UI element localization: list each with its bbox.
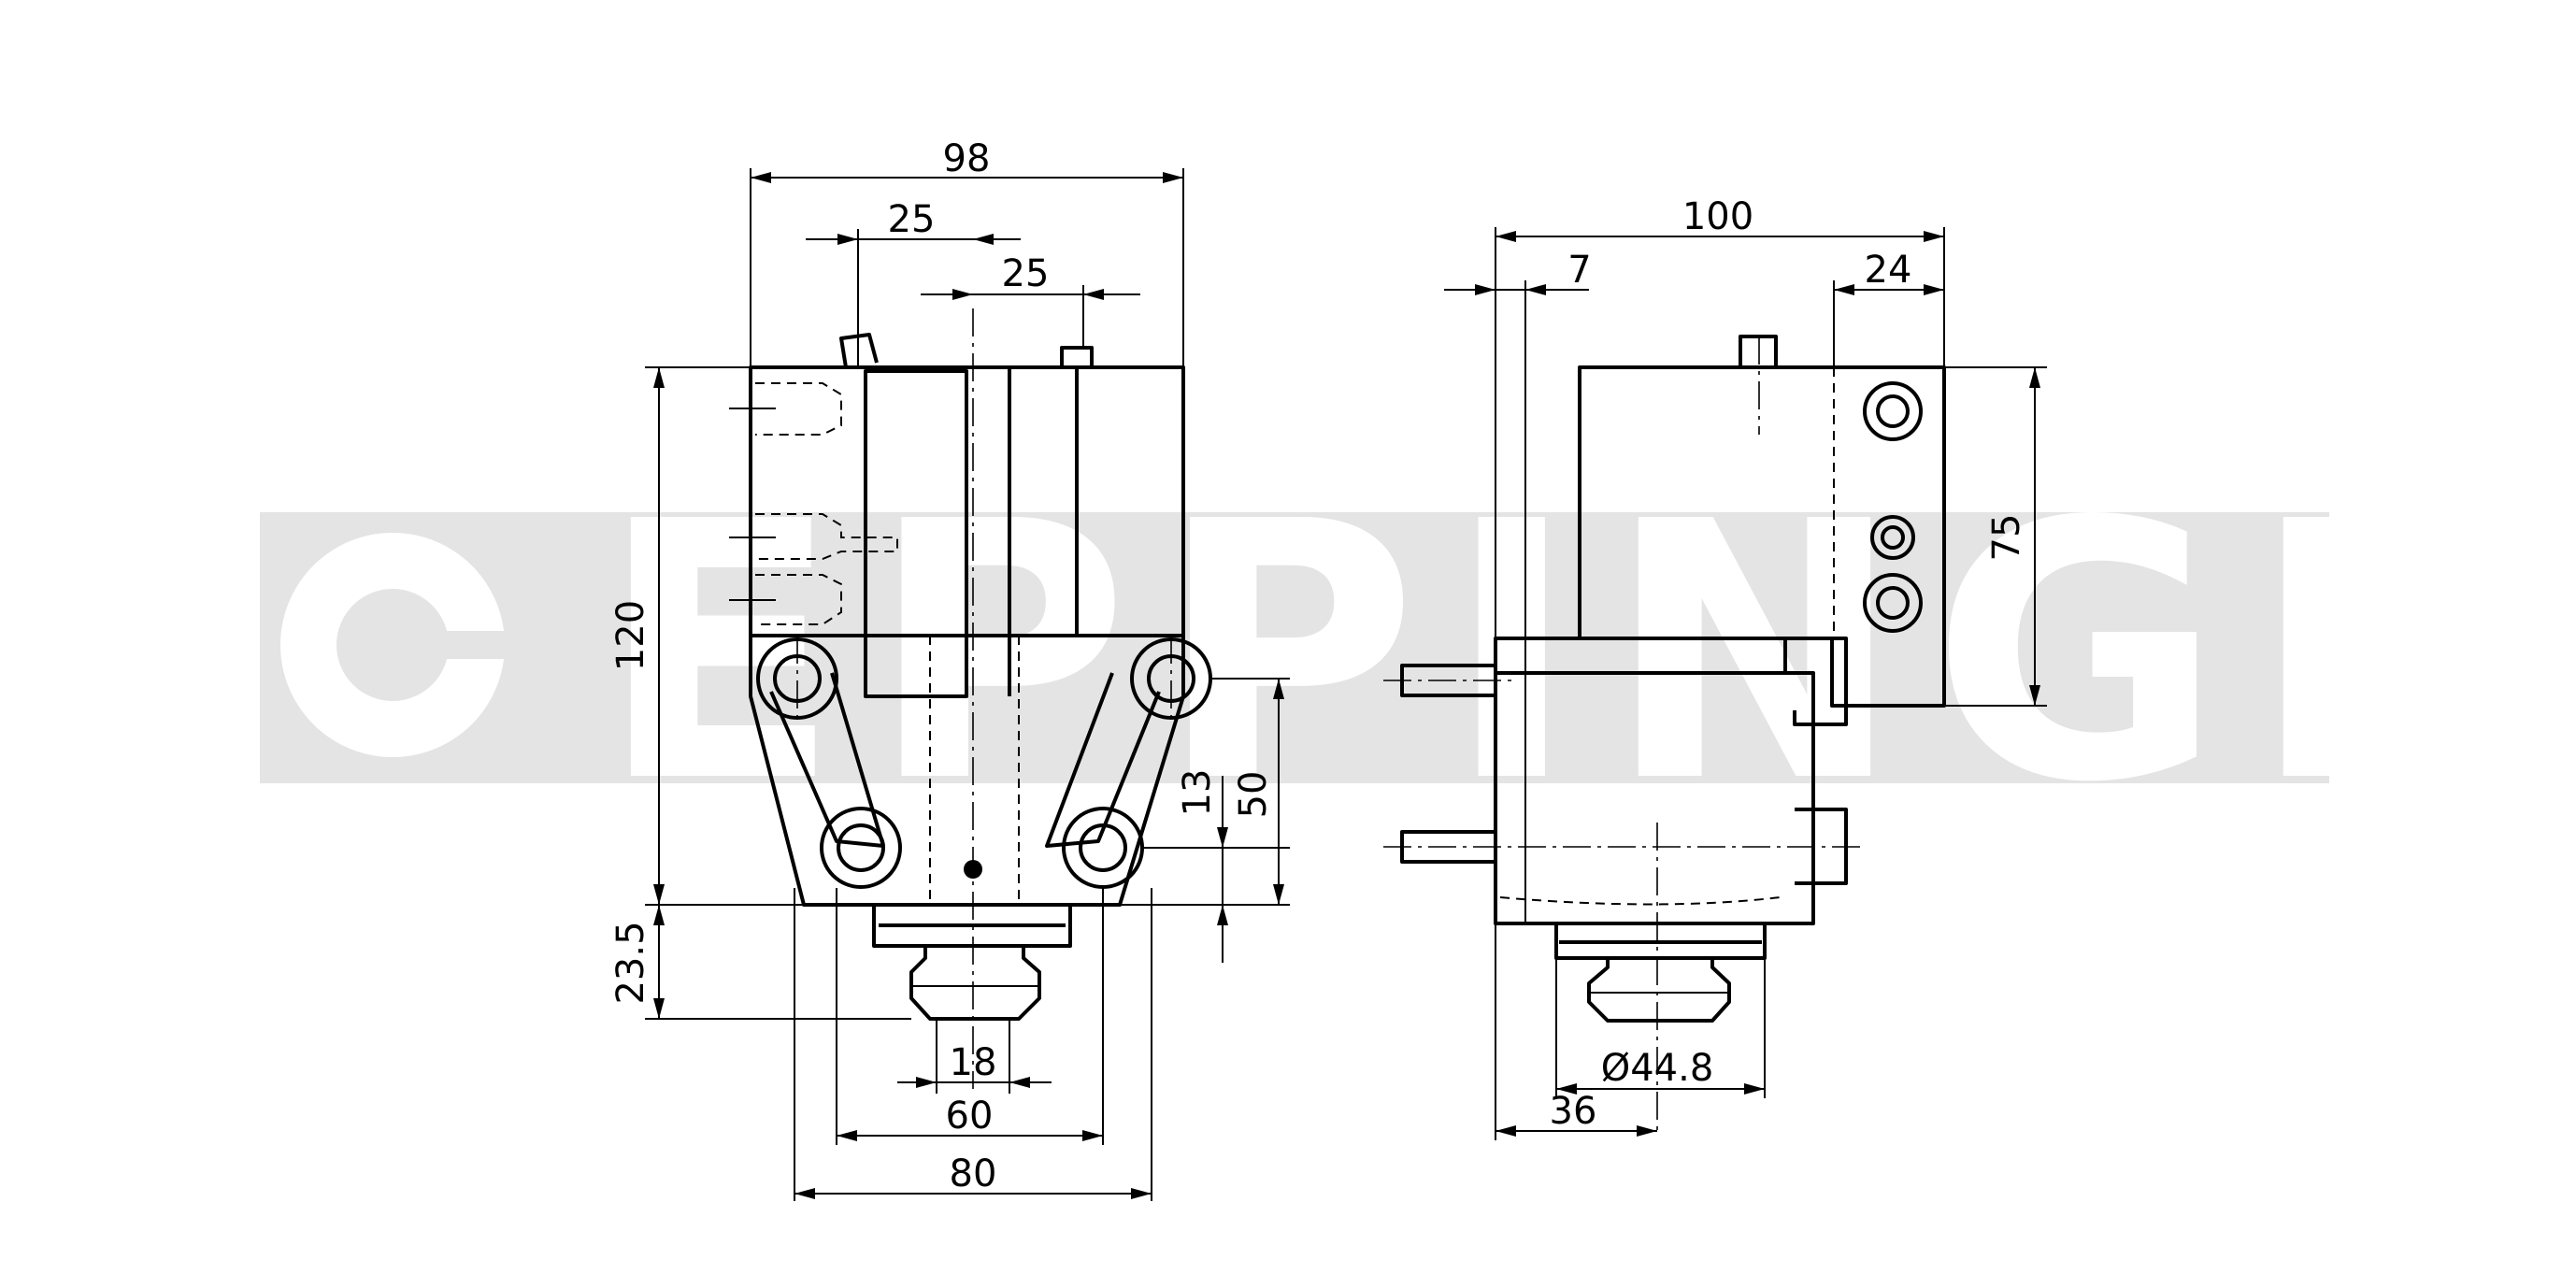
- side-top-nub: [1739, 335, 1778, 367]
- side-screws: [1863, 381, 1923, 633]
- front-shank: [872, 905, 1072, 1021]
- dim-offset-left: 7: [1567, 249, 1591, 292]
- dim-flange-width: 24: [1865, 249, 1912, 292]
- front-left-arm: [769, 672, 885, 848]
- side-dimensions: 100 7 24 75 Ø44.8 36: [1444, 195, 2047, 1140]
- dim-bolt-to-base: 13: [1176, 769, 1219, 817]
- watermark-logo: [280, 533, 514, 757]
- front-right-arm: [1045, 672, 1161, 848]
- dim-bolt-spacing-width: 60: [946, 1095, 994, 1138]
- watermark-band: [260, 512, 2329, 783]
- front-view: [729, 308, 1212, 1089]
- side-flange-upper: [1785, 637, 1848, 726]
- dim-shank-diameter: Ø44.8: [1601, 1047, 1714, 1090]
- side-view: [1383, 280, 1946, 1131]
- dim-screw-span: 75: [1985, 514, 2028, 562]
- front-dimensions: 98 25 25 120 50 13: [609, 137, 1290, 1201]
- watermark: EPPINGER: [260, 446, 2576, 860]
- dim-shank-width: 18: [950, 1041, 997, 1084]
- dim-overall-width: 98: [943, 137, 991, 180]
- dim-overall-depth: 100: [1682, 195, 1753, 238]
- dim-bolt-spacing-height: 50: [1232, 771, 1275, 819]
- watermark-text: EPPINGER: [598, 446, 2576, 860]
- front-lower-body: [749, 636, 1185, 907]
- dim-shank-height: 23.5: [609, 921, 652, 1004]
- front-center-slot: [864, 369, 968, 698]
- dim-offset-top-2: 25: [1002, 252, 1050, 295]
- dim-offset-top-1: 25: [888, 198, 936, 241]
- dim-overall-height: 120: [609, 600, 652, 671]
- dim-shank-offset: 36: [1550, 1090, 1597, 1133]
- dim-base-width: 80: [950, 1152, 997, 1195]
- front-hidden-bores: [729, 382, 898, 625]
- side-shank: [1554, 923, 1767, 1023]
